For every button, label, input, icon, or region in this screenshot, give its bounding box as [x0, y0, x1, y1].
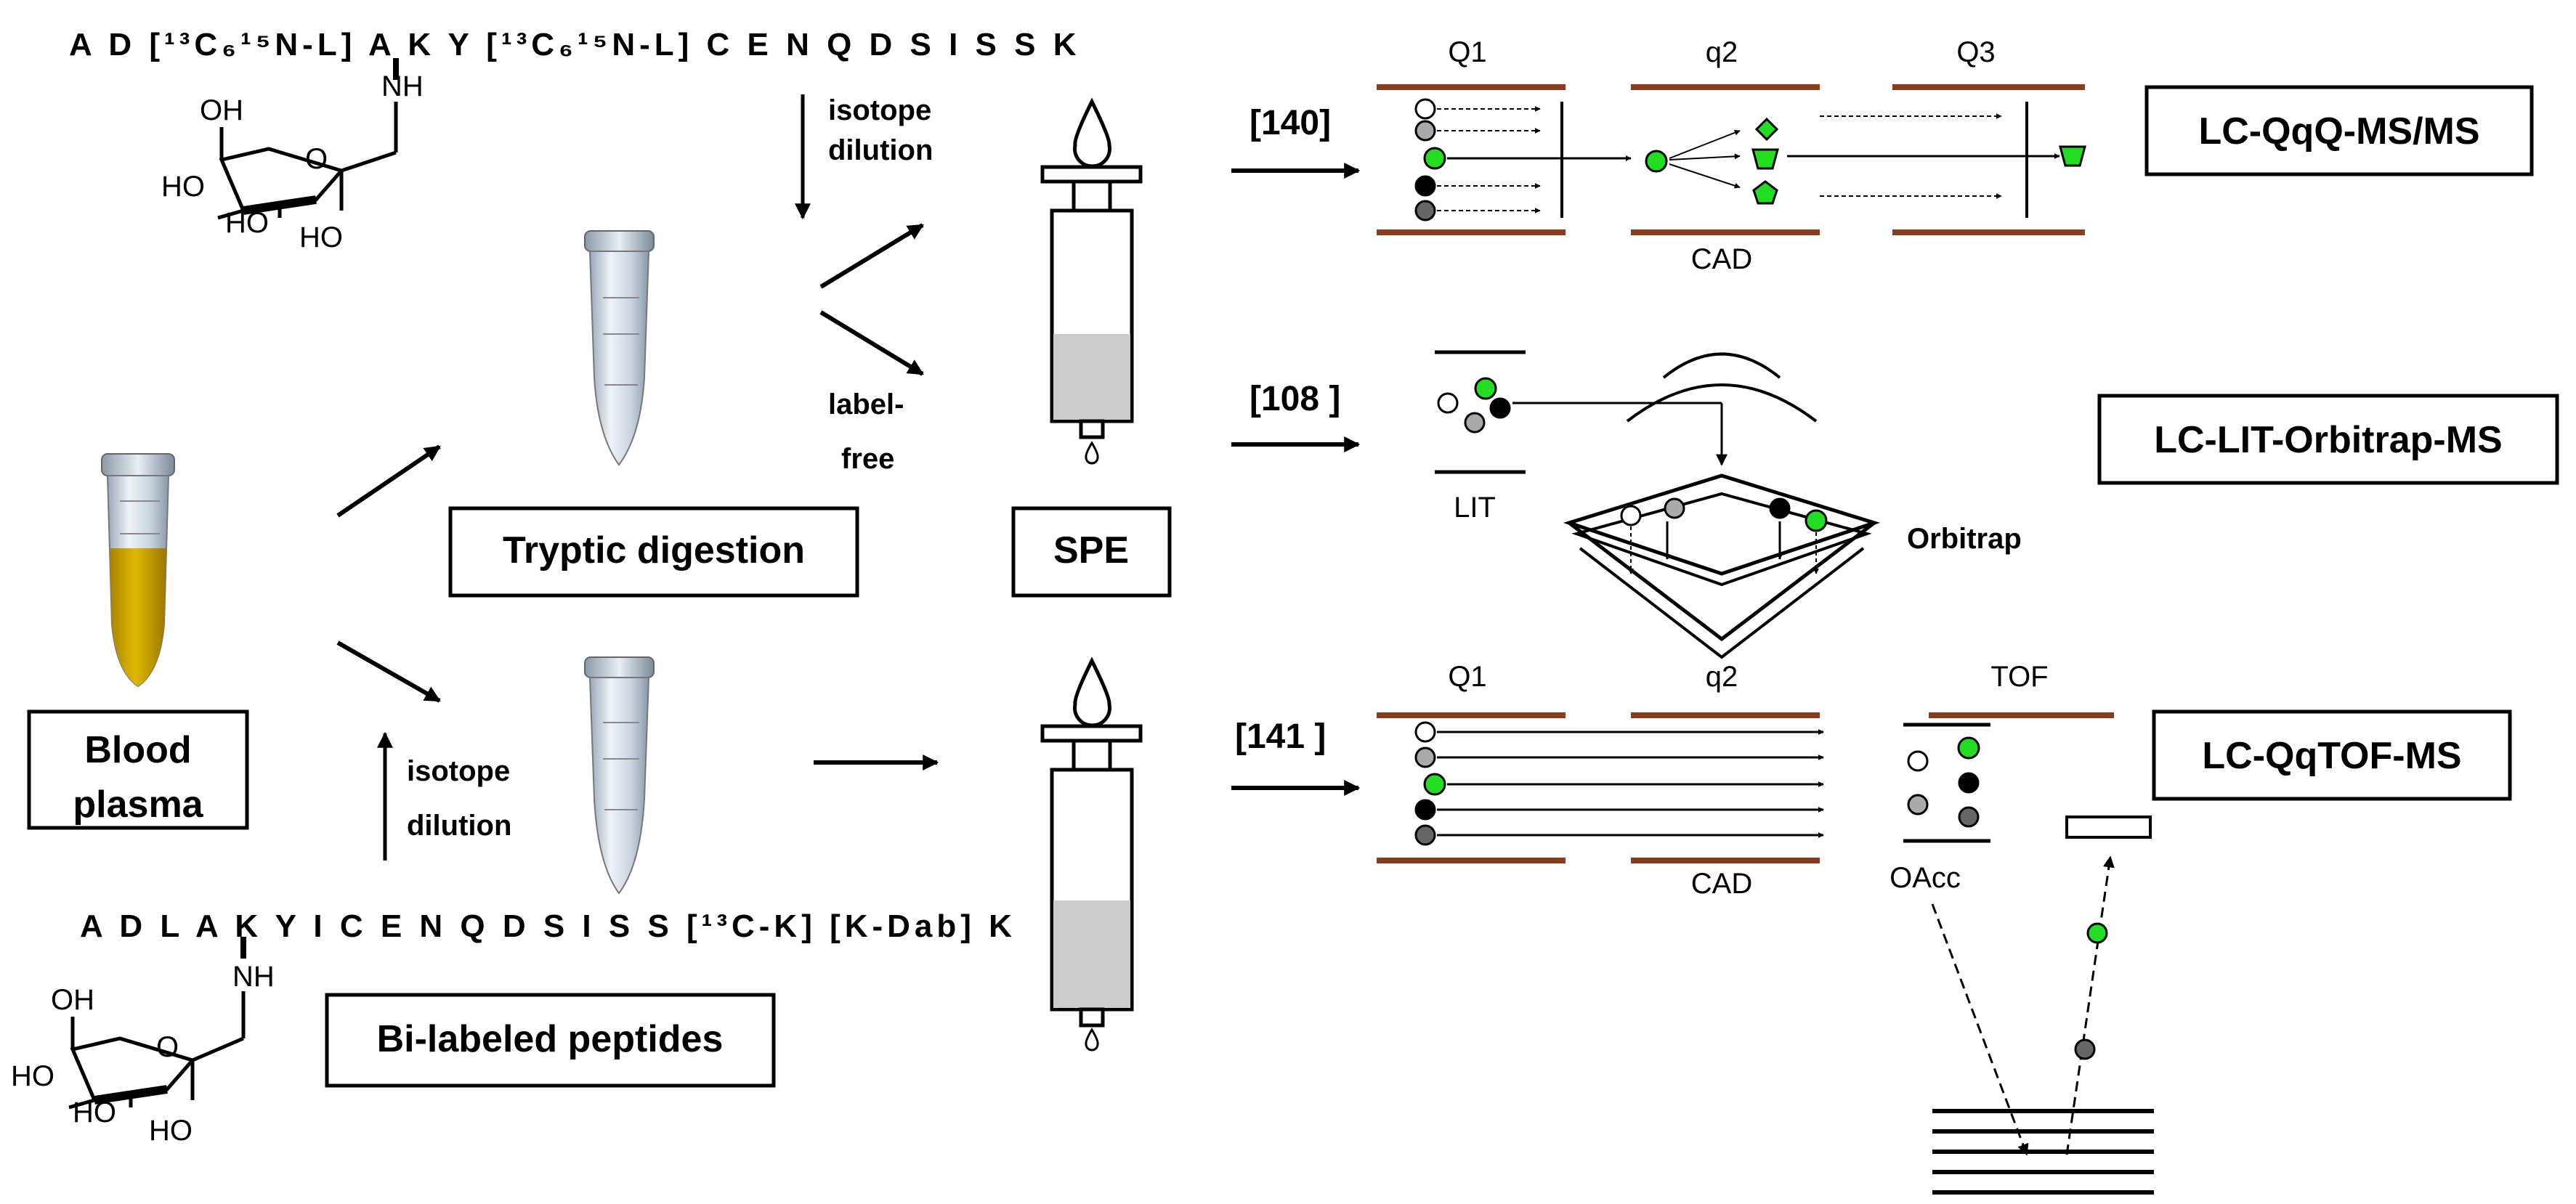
- qqq-label-box: [2144, 85, 2534, 176]
- orbitrap-label-small: Orbitrap: [1907, 523, 2022, 555]
- bottom-sugar-nh: NH: [232, 961, 275, 993]
- top-peptide-sequence: A D [¹³C₆¹⁵N-L] A K Y [¹³C₆¹⁵N-L] C E N …: [69, 27, 1080, 62]
- tryptic-digestion-box: [448, 506, 859, 598]
- qqq-label: LC-QqQ-MS/MS: [2198, 110, 2479, 152]
- qtof-cad-label: CAD: [1691, 868, 1752, 900]
- ref-qtof: [141 ]: [1235, 717, 1326, 756]
- top-sugar-oh: OH: [200, 94, 243, 126]
- orbitrap-lit-label: LIT: [1454, 492, 1496, 524]
- arrow-plasma-to-digestion: [336, 444, 441, 518]
- spe-label: SPE: [1053, 529, 1129, 572]
- qqq-q1-label: Q1: [1448, 36, 1486, 68]
- qtof-tof-label: TOF: [1990, 661, 2048, 693]
- label-free-label-2: free: [841, 443, 894, 475]
- bottom-glucose-structure: [68, 937, 246, 1110]
- qqq-q3-label: Q3: [1956, 36, 1995, 68]
- qtof-q1-label: Q1: [1448, 661, 1486, 693]
- tryptic-digestion-label: Tryptic digestion: [503, 529, 805, 572]
- qtof-q2-label: q2: [1706, 661, 1738, 693]
- top-sugar-o: O: [305, 143, 328, 175]
- qtof-label-box: [2152, 709, 2512, 801]
- qtof-label: LC-QqTOF-MS: [2202, 735, 2461, 777]
- bottom-sugar-ho-mid: HO: [73, 1097, 116, 1128]
- bi-labeled-peptides-box: [325, 993, 776, 1088]
- orbitrap-label: LC-LIT-Orbitrap-MS: [2154, 419, 2503, 461]
- top-sugar-ho-mid: HO: [225, 207, 269, 239]
- qqq-instrument: Q1 q2 Q3 CAD: [1377, 36, 2086, 275]
- isotope-dilution-top-label-2: dilution: [828, 134, 933, 166]
- top-eppendorf-tube: [584, 230, 655, 466]
- bottom-peptide-sequence: A D L A K Y I C E N Q D S I S S [¹³C-K] …: [80, 908, 1016, 944]
- qqq-cad-label: CAD: [1691, 243, 1752, 275]
- ref-qqq: [140]: [1249, 104, 1331, 142]
- bottom-sugar-ho-left: HO: [11, 1060, 54, 1092]
- spe-cartridge-top: [1040, 97, 1143, 465]
- isotope-dilution-top-label-1: isotope: [828, 94, 931, 126]
- top-glucose-structure: [217, 58, 399, 220]
- arrow-plasma-to-bilabeled: [336, 640, 441, 703]
- qqq-q2-label: q2: [1706, 36, 1738, 68]
- qtof-instrument: Q1 q2 TOF CAD OAcc: [1377, 661, 2154, 1195]
- label-free-label-1: label-: [828, 389, 904, 420]
- ref-orbitrap: [108 ]: [1249, 380, 1340, 418]
- blood-plasma-box: [27, 709, 249, 830]
- top-sugar-nh: NH: [381, 70, 424, 102]
- blood-plasma-label-1: Blood: [84, 729, 191, 771]
- bottom-eppendorf-tube: [584, 656, 655, 895]
- isotope-dilution-bottom-label-2: dilution: [407, 810, 511, 842]
- orbitrap-instrument: LIT Orbitrap: [1435, 350, 2022, 659]
- blood-plasma-tube: [101, 453, 175, 688]
- bottom-sugar-o: O: [156, 1031, 179, 1063]
- orbitrap-label-box: [2097, 394, 2559, 485]
- isotope-dilution-bottom-label-1: isotope: [407, 755, 510, 787]
- qtof-oacc-label: OAcc: [1890, 862, 1961, 894]
- top-sugar-ho-left: HO: [161, 171, 205, 203]
- bottom-sugar-oh: OH: [51, 984, 94, 1016]
- spe-box: [1011, 506, 1172, 598]
- arrow-to-spe-lower: [819, 310, 924, 376]
- bi-labeled-peptides-label: Bi-labeled peptides: [377, 1018, 724, 1060]
- top-sugar-ho-right: HO: [299, 221, 343, 253]
- bottom-sugar-ho-right: HO: [149, 1115, 193, 1147]
- spe-cartridge-bottom: [1040, 656, 1143, 1052]
- blood-plasma-label-2: plasma: [73, 784, 203, 826]
- arrow-to-spe-upper: [819, 223, 924, 289]
